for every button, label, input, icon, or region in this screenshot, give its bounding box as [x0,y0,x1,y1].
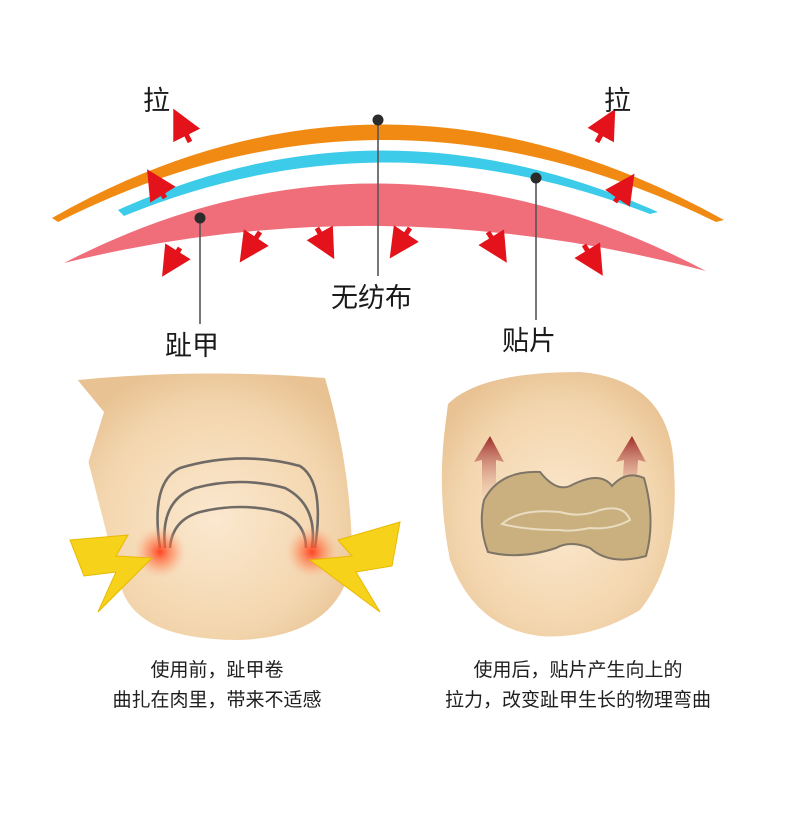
toe-skin-left [78,373,352,640]
patch-label: 贴片 [502,326,556,357]
toenail-marker [194,212,206,224]
nail-cross-section: 拉 拉 无纺布 趾甲 贴片 [52,86,724,362]
nonwoven-label: 无纺布 [331,283,412,314]
before-toe-illustration [69,373,401,640]
nonwoven-marker [372,114,384,126]
pull-arrows-up [147,108,635,207]
pressure-arrows-down [162,225,603,277]
pull-label-right: 拉 [604,86,631,117]
label-leaders [199,120,537,324]
pain-glow-left [134,526,186,578]
nonwoven-layer [52,124,724,222]
before-caption-line1: 使用前，趾甲卷 [150,659,283,681]
before-caption-line2: 曲扎在肉里，带来不适感 [112,689,321,711]
pain-bolt-icons [69,521,401,613]
after-caption-line1: 使用后，贴片产生向上的 [473,659,682,681]
patch-layer [118,150,658,216]
patch-inner-line [499,507,632,532]
after-toe-illustration [440,370,675,637]
patch-marker [530,172,542,184]
toenail-label: 趾甲 [165,331,219,362]
pull-label-left: 拉 [143,86,170,117]
ingrown-nail-outline [156,457,320,549]
toenail-layer [64,183,706,271]
after-caption-line2: 拉力，改变趾甲生长的物理弯曲 [445,689,711,711]
correction-patch [480,470,652,561]
